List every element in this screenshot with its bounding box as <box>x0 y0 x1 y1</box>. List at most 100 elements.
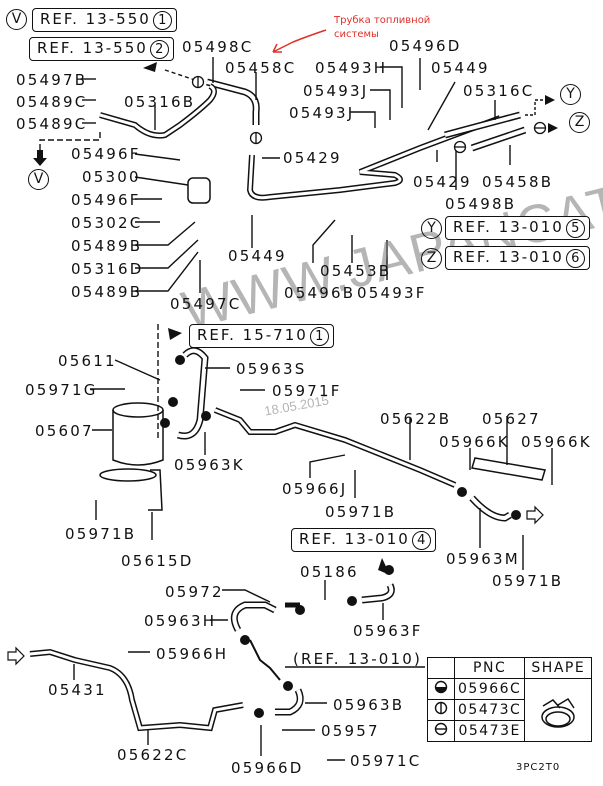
part-label[interactable]: 05489B <box>71 237 143 255</box>
part-label[interactable]: 05963K <box>174 456 245 474</box>
legend-shape-cell <box>524 678 593 742</box>
diagram-code: 3PC2T0 <box>516 762 561 773</box>
part-label[interactable]: 05300 <box>82 168 141 186</box>
part-label[interactable]: 05496D <box>389 37 462 55</box>
part-label[interactable]: 05966H <box>156 645 229 663</box>
horizontal-bar-circle-icon <box>427 720 455 742</box>
clamp-dot <box>160 418 170 428</box>
part-label[interactable]: 05622B <box>380 410 452 428</box>
part-label[interactable]: 05963B <box>333 696 405 714</box>
part-label[interactable]: 05496F <box>71 191 141 209</box>
leader-line <box>427 81 456 131</box>
part-label[interactable]: 05429 <box>283 149 342 167</box>
legend-pnc[interactable]: 05473C <box>453 699 526 721</box>
part-label[interactable]: 05963H <box>144 612 217 630</box>
part-label[interactable]: 05453B <box>320 262 392 280</box>
part-label[interactable]: 05431 <box>48 681 107 699</box>
part-label[interactable]: 05627 <box>482 410 541 428</box>
part-label[interactable]: 05497C <box>170 295 242 313</box>
marker-z: Z <box>569 112 590 133</box>
bracket-05615d <box>148 469 163 511</box>
part-label[interactable]: 05496F <box>71 145 141 163</box>
part-label[interactable]: 05493F <box>357 284 427 302</box>
arrow-right-icon <box>168 328 182 340</box>
legend-pnc[interactable]: 05966C <box>453 678 526 700</box>
part-label[interactable]: 05496B <box>284 284 356 302</box>
part-label[interactable]: 05966K <box>521 433 592 451</box>
part-label[interactable]: 05429 <box>413 173 472 191</box>
part-label[interactable]: 05498B <box>445 195 517 213</box>
part-label[interactable]: 05972 <box>165 583 224 601</box>
pipe-05622b-inner <box>214 408 456 487</box>
part-label[interactable]: 05186 <box>300 563 359 581</box>
part-label[interactable]: 05966J <box>282 480 348 498</box>
part-label[interactable]: 05302C <box>71 214 143 232</box>
part-label[interactable]: 05615D <box>121 552 194 570</box>
part-label[interactable]: 05316C <box>463 82 535 100</box>
leader-line <box>114 359 161 381</box>
leader-line <box>380 66 403 108</box>
clamp-band <box>99 468 157 482</box>
ref-text: REF. 13-010 <box>453 218 564 236</box>
ref-text: REF. 13-550 <box>37 39 148 57</box>
canister-top <box>112 402 164 418</box>
part-label[interactable]: 05963S <box>236 360 307 378</box>
part-label[interactable]: 05498C <box>182 38 254 56</box>
marker-v: V <box>28 169 49 190</box>
part-label[interactable]: 05971B <box>492 572 564 590</box>
part-label[interactable]: 05622C <box>117 746 189 764</box>
part-label[interactable]: 05607 <box>35 422 94 440</box>
part-label[interactable]: 05971B <box>325 503 397 521</box>
part-label[interactable]: 05497B <box>16 71 88 89</box>
part-label[interactable]: 05458B <box>482 173 554 191</box>
pipe-05316b-inner <box>99 84 216 137</box>
clamp-dot <box>168 397 178 407</box>
part-label[interactable]: 05493J <box>303 82 369 100</box>
part-label[interactable]: 05458C <box>225 59 297 77</box>
legend-row: 05473C <box>427 699 592 721</box>
part-label[interactable]: 05963M <box>446 550 520 568</box>
part-label[interactable]: 05971G <box>25 381 98 399</box>
hose-05963b-inner <box>275 689 303 714</box>
legend-header-symbol <box>427 657 455 679</box>
part-label[interactable]: 05966D <box>231 759 304 777</box>
part-label[interactable]: 05316B <box>124 93 196 111</box>
legend-row: 05966C <box>427 678 593 742</box>
part-label[interactable]: 05489C <box>16 115 88 133</box>
annotation-arrow-icon <box>272 29 327 53</box>
ref-paren-13-010[interactable]: (REF. 13-010) <box>293 650 423 668</box>
part-label[interactable]: 05493H <box>315 59 388 77</box>
part-label[interactable]: 05493J <box>289 104 355 122</box>
leader-line <box>164 69 196 81</box>
part-label[interactable]: 05489C <box>16 93 88 111</box>
part-label[interactable]: 05971B <box>65 525 137 543</box>
part-label[interactable]: 05963F <box>353 622 423 640</box>
ref-text: REF. 13-010 <box>299 530 410 548</box>
part-label[interactable]: 05957 <box>321 722 380 740</box>
ref-number: 1 <box>152 11 172 30</box>
part-label[interactable]: 05489B <box>71 283 143 301</box>
part-label[interactable]: 05316D <box>71 260 144 278</box>
part-label[interactable]: 05449 <box>228 247 287 265</box>
part-label[interactable]: 05611 <box>58 352 117 370</box>
arrow-down-icon <box>33 158 47 166</box>
clamp-dot <box>295 605 305 615</box>
legend-pnc[interactable]: 05473E <box>453 720 526 742</box>
leader-line <box>134 153 181 161</box>
part-label[interactable]: 05971C <box>350 752 422 770</box>
part-label[interactable]: 05449 <box>431 59 490 77</box>
marker-y: Y <box>421 218 442 239</box>
part-label[interactable]: 05966K <box>439 433 510 451</box>
leader-line <box>135 221 196 246</box>
ref-text: REF. 13-010 <box>453 248 564 266</box>
legend-header-row: PNC SHAPE <box>427 657 593 679</box>
leader-line <box>312 219 336 263</box>
part-label[interactable]: 05971F <box>272 382 342 400</box>
